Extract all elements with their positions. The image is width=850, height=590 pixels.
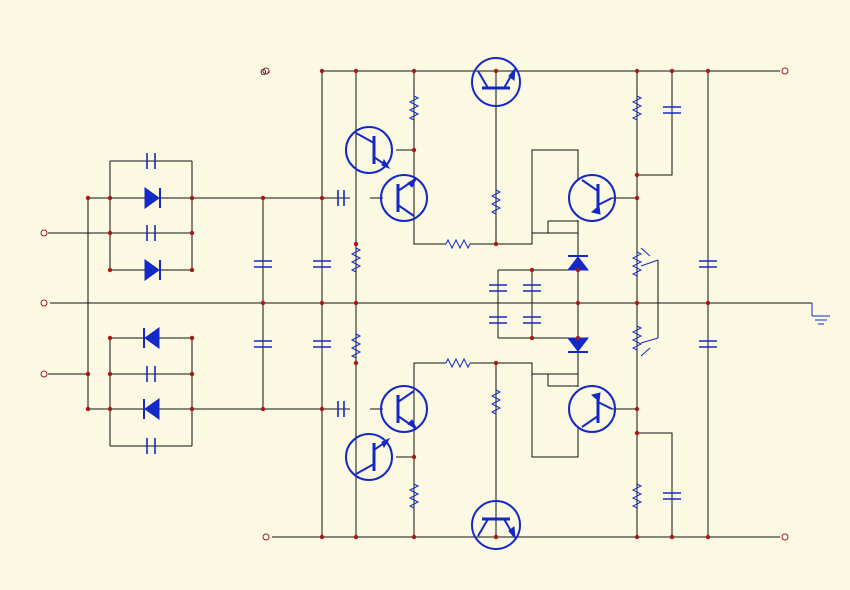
transistor-q1 (345, 126, 393, 174)
variable-resistor-bottom (631, 325, 659, 357)
capacitor-c15 (663, 106, 681, 114)
resistor-r10 (631, 483, 643, 509)
capacitor-c5 (337, 190, 345, 206)
resistor-r4 (350, 333, 362, 359)
transistor-q5 (380, 385, 428, 433)
resistor-r2 (408, 483, 420, 509)
capacitor-c13 (523, 284, 541, 292)
ground-symbol (811, 303, 830, 325)
diode-d4 (143, 398, 160, 420)
capacitor-c8 (254, 340, 272, 348)
capacitor-c14 (523, 316, 541, 324)
resistor-r8 (445, 357, 471, 369)
resistor-r1 (408, 95, 420, 121)
resistor-r9 (631, 95, 643, 121)
resistor-r5 (490, 189, 502, 215)
capacitor-c11 (489, 284, 507, 292)
terminal-out-top (781, 67, 789, 75)
capacitor-c3 (146, 366, 156, 382)
capacitor-c1 (146, 153, 156, 169)
terminal-input-2 (40, 370, 48, 378)
terminal-out-bottom (781, 533, 789, 541)
capacitors (146, 106, 717, 500)
resistor-r6 (490, 389, 502, 415)
diode-d2 (144, 259, 161, 281)
resistor-r7 (445, 238, 471, 250)
transistor-q4 (568, 174, 616, 222)
resistors (350, 95, 659, 509)
terminal-vminus (262, 533, 270, 541)
diode-d3 (143, 327, 160, 349)
diode-d1 (144, 187, 161, 209)
transistors (345, 57, 616, 550)
capacitor-c9 (313, 260, 331, 268)
capacitor-c12 (489, 316, 507, 324)
diodes (143, 187, 590, 420)
transistor-q2 (380, 174, 428, 222)
capacitor-c10 (313, 340, 331, 348)
capacitor-c16 (663, 492, 681, 500)
capacitor-c7 (254, 260, 272, 268)
terminals (40, 67, 789, 541)
junctions (85, 68, 711, 540)
capacitor-c17 (699, 260, 717, 348)
resistor-r3 (350, 247, 362, 273)
capacitor-c6 (337, 401, 345, 417)
terminal-vplus (262, 67, 270, 75)
terminal-input-gnd (40, 299, 48, 307)
variable-resistor-top (631, 247, 659, 277)
transistor-q8 (568, 385, 616, 433)
transistor-q7 (471, 500, 521, 550)
transistor-q6 (345, 433, 393, 481)
capacitor-c4 (146, 438, 156, 454)
terminal-input-1 (40, 229, 48, 237)
capacitor-c2 (146, 225, 156, 241)
wires (48, 70, 812, 538)
top-left-terminal-label: o- (260, 65, 271, 78)
transistor-q3 (471, 57, 521, 107)
